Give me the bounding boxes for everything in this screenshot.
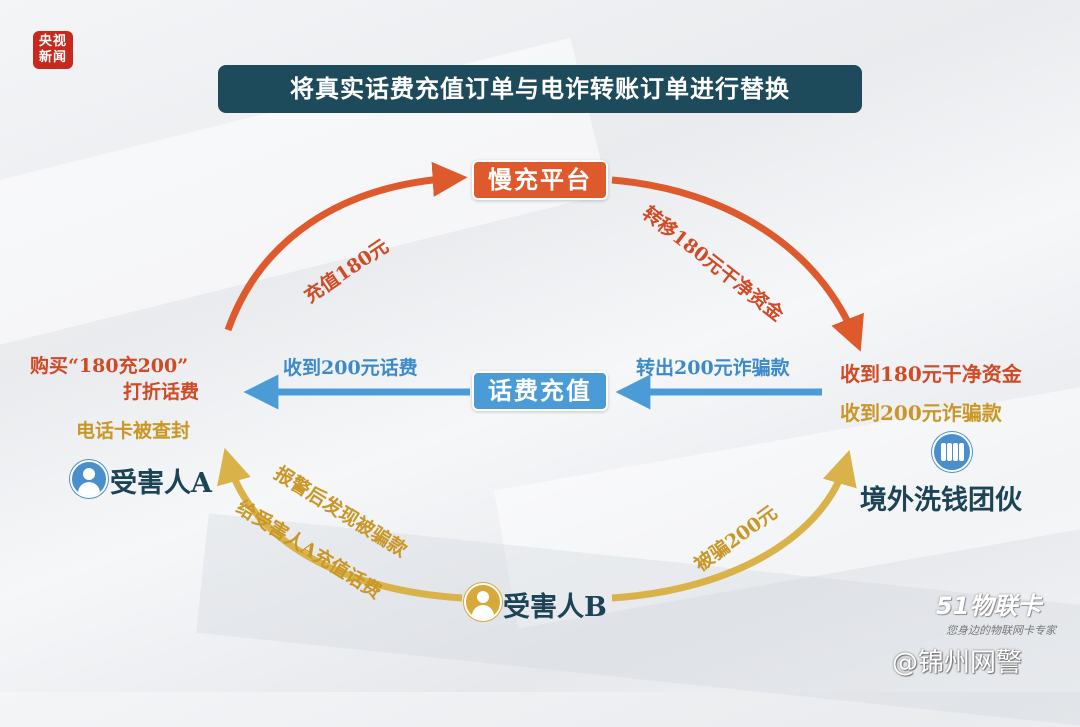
cctv-news-logo: 央视 新闻 [33,31,73,69]
label-gang-receive-clean: 收到180元干净资金 [840,362,1022,386]
arrow-b-to-gang [611,449,857,602]
label-buy-line1: 购买“180充200” [30,355,189,377]
label-gang-receive-fraud: 收到200元诈骗款 [840,401,1002,425]
title-banner: 将真实话费充值订单与电诈转账订单进行替换 [218,65,862,113]
victim-a-name: 受害人A [110,468,212,499]
arrow-platform-to-gang [611,176,864,352]
group-icon [932,432,972,472]
arrow-b-to-a [217,447,463,602]
platform-box: 慢充平台 [472,160,608,200]
victim-a-icon [70,460,108,498]
label-receive-fee: 收到200元话费 [283,357,418,379]
flow-arrows [217,161,864,602]
logo-line2: 新闻 [38,50,67,65]
logo-line1: 央视 [38,34,67,49]
recharge-box: 话费充值 [472,371,608,411]
label-card-sealed: 电话卡被查封 [76,420,191,442]
label-transfer-out: 转出200元诈骗款 [636,357,790,379]
watermark-weibo: @锦州网警 [892,648,1023,678]
victim-b-icon [464,583,502,621]
victim-b-name: 受害人B [503,592,607,623]
watermark-subtitle: 您身边的物联网卡专家 [946,624,1056,637]
gang-name: 境外洗钱团伙 [860,485,1022,516]
watermark-logo: 51物联卡 [936,592,1042,620]
label-buy-line2: 打折话费 [123,381,200,403]
arrow-a-to-platform [224,161,468,332]
